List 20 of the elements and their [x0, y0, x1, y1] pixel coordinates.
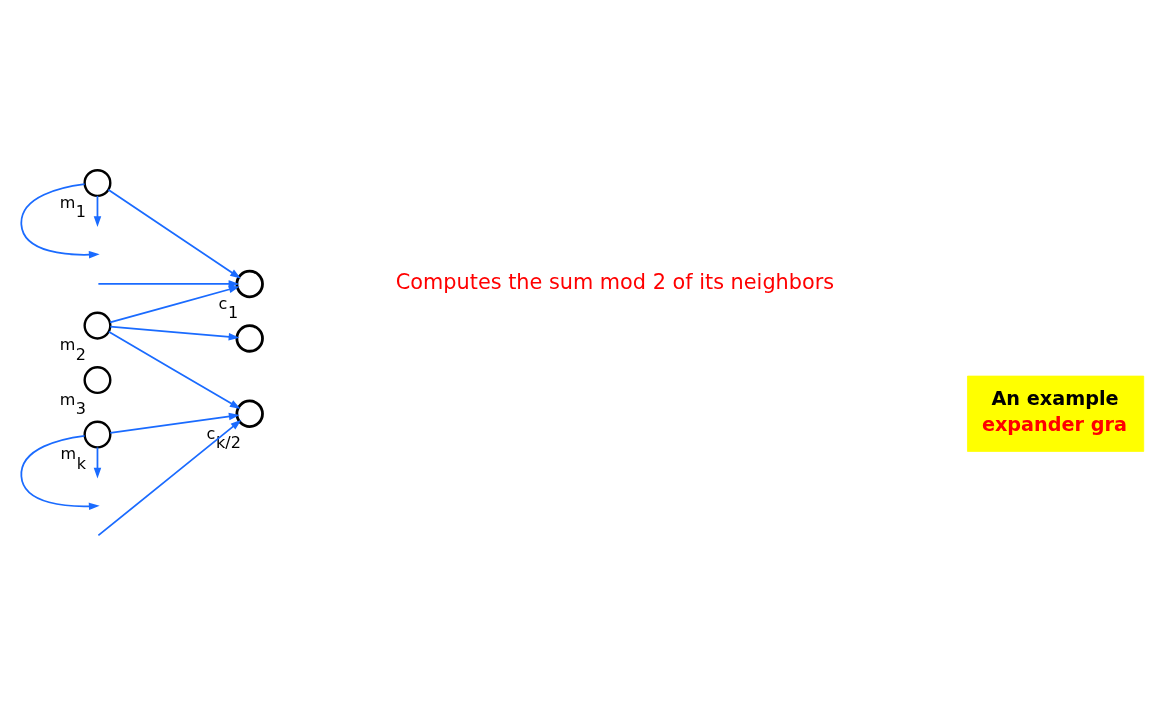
arrow: [109, 279, 240, 323]
arrow: [109, 325, 240, 340]
arrow: [97, 279, 240, 293]
node-circle: [83, 168, 112, 197]
arrow: [107, 188, 241, 279]
node-box: An example expander gra: [967, 375, 1145, 452]
arrow: [20, 182, 100, 258]
arrow: [20, 434, 100, 510]
node-circle: [83, 365, 112, 394]
arrow: [108, 330, 241, 409]
label: Computes the sum mod 2 of its neighbors: [395, 269, 835, 294]
arrow: [93, 194, 102, 227]
arrow: [97, 419, 242, 536]
arrow: [109, 412, 240, 434]
arrow: [93, 446, 102, 479]
node-oplus: [235, 323, 264, 353]
node-circle: [83, 420, 112, 449]
node-oplus: [235, 399, 264, 428]
node-oplus: [235, 269, 264, 298]
node-circle: [83, 311, 112, 340]
